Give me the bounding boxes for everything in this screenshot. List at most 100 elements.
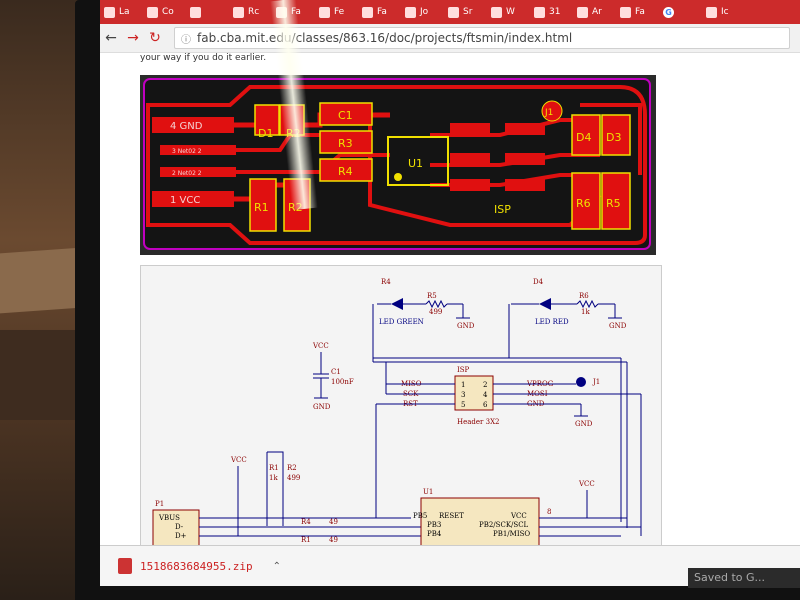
sch-label-led-red: LED RED xyxy=(535,318,569,326)
sch-label-u1-vcc: VCC xyxy=(510,512,527,520)
sch-label-pb4: PB4 xyxy=(427,530,442,538)
sch-label-r6-val: 1k xyxy=(581,308,590,316)
sch-label-gnd: GND xyxy=(313,403,331,411)
browser-tab[interactable]: Co xyxy=(143,2,183,22)
sch-label-gnd: GND xyxy=(457,322,475,330)
sch-label-d-green: R4 xyxy=(381,278,391,286)
tab-favicon-icon xyxy=(362,6,373,18)
sch-label-u1: U1 xyxy=(423,488,433,496)
pcb-label-r6: R6 xyxy=(576,197,591,210)
sch-isp-pin: 1 xyxy=(461,381,465,389)
pcb-pad-label: 2 Net02 2 xyxy=(172,170,202,177)
sch-label-vcc: VCC xyxy=(230,456,247,464)
pcb-label-r1: R1 xyxy=(254,201,269,214)
browser-tab[interactable]: Jo xyxy=(401,2,441,22)
pcb-pad-label: 1 VCC xyxy=(170,195,200,206)
sch-label-p1: P1 xyxy=(155,500,164,508)
schematic-image: R4 LED GREEN R5 499 GND D4 LED xyxy=(140,265,662,545)
chevron-up-icon[interactable]: ⌃ xyxy=(272,560,281,572)
pcb-label-d3: D3 xyxy=(606,131,621,144)
tab-favicon-icon xyxy=(405,6,416,18)
pcb-label-d4: D4 xyxy=(576,131,591,144)
sch-label-r2: R2 xyxy=(287,464,297,472)
sch-label-pb3: PB3 xyxy=(427,521,441,529)
browser-tab[interactable]: Fa xyxy=(616,2,656,22)
tab-favicon-icon xyxy=(233,6,244,18)
sch-label-pb1: PB1/MISO xyxy=(493,530,530,538)
tab-favicon-icon xyxy=(534,6,545,18)
sch-isp-pin: 4 xyxy=(483,391,488,399)
zip-file-icon xyxy=(118,558,132,574)
browser-tab[interactable]: W xyxy=(487,2,527,22)
tab-favicon-icon xyxy=(147,6,158,18)
download-shelf: 1518683684955.zip ⌃ xyxy=(100,545,800,586)
browser-tab[interactable]: Sr xyxy=(444,2,484,22)
page-content: your way if you do it earlier. 4 GND 3 N… xyxy=(100,53,800,545)
browser-tab[interactable] xyxy=(186,2,226,22)
download-filename: 1518683684955.zip xyxy=(140,559,253,573)
sch-isp-pin: 5 xyxy=(461,401,465,409)
tab-favicon-icon xyxy=(190,6,201,18)
tab-favicon-icon xyxy=(577,6,588,18)
tab-favicon-icon xyxy=(491,6,502,18)
tab-favicon-icon xyxy=(319,6,330,18)
sch-label-r6: R6 xyxy=(579,292,589,300)
sch-label-dminus: D- xyxy=(175,523,184,531)
sch-label-isp: ISP xyxy=(457,366,470,374)
browser-tab[interactable]: Fa xyxy=(358,2,398,22)
pcb-label-j1: J1 xyxy=(544,108,553,118)
sch-label-r1b: R1 xyxy=(301,536,311,544)
sch-label-gnd: GND xyxy=(575,420,593,428)
browser-tab[interactable]: G xyxy=(659,2,699,22)
sch-label-j1: J1 xyxy=(592,378,600,386)
sch-label-d4: D4 xyxy=(533,278,544,286)
pcb-pad-label: 3 Net02 2 xyxy=(172,148,202,155)
sch-label-dplus: D+ xyxy=(175,532,187,540)
intro-text: your way if you do it earlier. xyxy=(140,53,267,63)
info-icon: ⓘ xyxy=(181,34,191,46)
sch-label-vcc: VCC xyxy=(312,342,329,350)
reload-icon[interactable]: ↻ xyxy=(149,30,161,46)
sch-label-led-green: LED GREEN xyxy=(379,318,424,326)
address-bar: ← → ↻ ⓘ fab.cba.mit.edu/classes/863.16/d… xyxy=(100,24,800,53)
pcb-label-r5: R5 xyxy=(606,197,621,210)
browser-tab[interactable]: Rc xyxy=(229,2,269,22)
schematic-drawing: R4 LED GREEN R5 499 GND D4 LED xyxy=(152,278,642,545)
browser-tab[interactable]: La xyxy=(100,2,140,22)
sch-label-pin8: 8 xyxy=(547,508,551,516)
pcb-label-r3: R3 xyxy=(338,137,353,150)
pcb-drawing: 4 GND 3 Net02 2 2 Net02 2 1 VCC xyxy=(143,78,651,250)
google-icon: G xyxy=(663,6,674,18)
url-input[interactable]: ⓘ fab.cba.mit.edu/classes/863.16/doc/pro… xyxy=(174,27,790,49)
sch-isp-pin: 3 xyxy=(461,391,465,399)
forward-arrow-icon[interactable]: → xyxy=(127,30,139,46)
browser-tab[interactable]: Fe xyxy=(315,2,355,22)
sch-label-r2-val: 499 xyxy=(287,474,300,482)
pcb-label-c1: C1 xyxy=(338,109,353,122)
download-item[interactable]: 1518683684955.zip ⌃ xyxy=(118,558,281,574)
browser-tab[interactable]: Ic xyxy=(702,2,742,22)
browser-window: La Co Rc Fa Fe Fa Jo Sr W 31 Ar Fa G Ic … xyxy=(100,0,800,545)
saved-toast: Saved to G... xyxy=(688,568,800,588)
sch-label-r5: R5 xyxy=(427,292,437,300)
tab-bar: La Co Rc Fa Fe Fa Jo Sr W 31 Ar Fa G Ic xyxy=(100,0,800,24)
desk-shadow xyxy=(0,330,80,420)
browser-tab[interactable]: Ar xyxy=(573,2,613,22)
url-text: fab.cba.mit.edu/classes/863.16/doc/proje… xyxy=(197,31,573,45)
browser-tab[interactable]: 31 xyxy=(530,2,570,22)
sch-label-c1-val: 100nF xyxy=(331,378,354,386)
pcb-label-r4: R4 xyxy=(338,165,353,178)
sch-isp-pin: 2 xyxy=(483,381,487,389)
sch-label-r1: R1 xyxy=(269,464,279,472)
sch-label-vbus: VBUS xyxy=(158,514,180,522)
sch-label-pb2: PB2/SCK/SCL xyxy=(479,521,529,529)
pcb-label-u1: U1 xyxy=(408,157,423,170)
sch-label-r1b-val: 49 xyxy=(329,536,338,544)
tab-favicon-icon xyxy=(448,6,459,18)
pcb-label-d1: D1 xyxy=(258,127,273,140)
sch-label-vcc: VCC xyxy=(578,480,595,488)
sch-label-pb5: PB5 xyxy=(413,512,427,520)
back-arrow-icon[interactable]: ← xyxy=(105,30,117,46)
tab-favicon-icon xyxy=(104,6,115,18)
pcb-layout-image: 4 GND 3 Net02 2 2 Net02 2 1 VCC xyxy=(140,75,656,255)
